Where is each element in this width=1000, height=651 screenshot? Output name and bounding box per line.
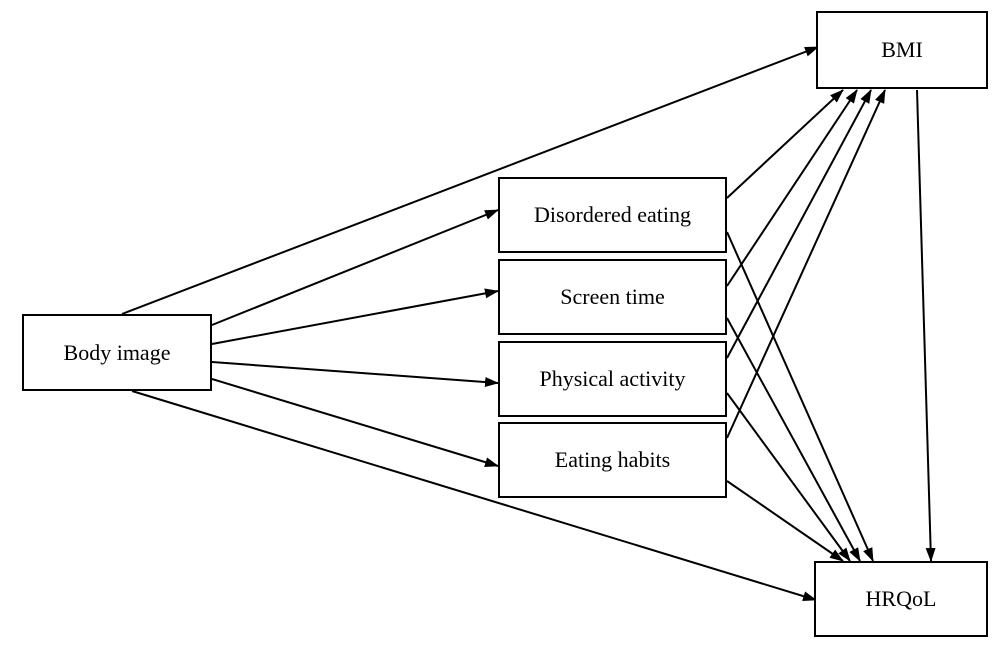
node-screen-time: Screen time bbox=[498, 259, 727, 335]
edge-body-image-to-screen-time bbox=[211, 288, 499, 345]
edge-bmi-to-hrqol bbox=[916, 89, 936, 562]
edge-screen-time-to-bmi bbox=[726, 89, 858, 287]
edge-physical-activity-to-bmi bbox=[726, 89, 872, 359]
edge-eating-habits-to-bmi bbox=[726, 89, 886, 439]
edge-body-image-to-physical-activity bbox=[211, 361, 499, 388]
edge-body-image-to-disordered-eating bbox=[211, 209, 499, 326]
node-label: Eating habits bbox=[554, 447, 671, 472]
node-physical-activity: Physical activity bbox=[498, 341, 727, 417]
node-eating-habits: Eating habits bbox=[498, 422, 727, 498]
node-body-image: Body image bbox=[22, 314, 212, 391]
node-hrqol: HRQoL bbox=[814, 561, 988, 637]
edge-body-image-to-eating-habits bbox=[211, 378, 499, 468]
edge-screen-time-to-hrqol bbox=[726, 317, 861, 562]
edge-disordered-eating-to-bmi bbox=[726, 89, 844, 199]
node-label: Screen time bbox=[560, 284, 665, 309]
edge-physical-activity-to-hrqol bbox=[726, 392, 851, 562]
node-label: Body image bbox=[63, 339, 171, 365]
edge-body-image-to-bmi bbox=[121, 46, 819, 315]
edge-eating-habits-to-hrqol bbox=[726, 480, 844, 562]
node-label: Disordered eating bbox=[534, 202, 691, 227]
node-disordered-eating: Disordered eating bbox=[498, 177, 727, 253]
edge-disordered-eating-to-hrqol bbox=[726, 231, 874, 562]
edge-body-image-to-hrqol bbox=[131, 390, 817, 601]
node-bmi: BMI bbox=[816, 11, 988, 89]
node-label: Physical activity bbox=[539, 366, 686, 391]
node-label: HRQoL bbox=[865, 586, 937, 611]
node-label: BMI bbox=[881, 37, 923, 62]
